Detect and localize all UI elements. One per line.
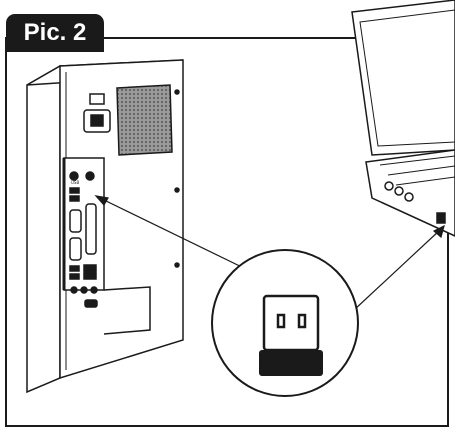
arrow-to-laptop bbox=[353, 229, 441, 311]
audio-jack-1 bbox=[70, 286, 78, 294]
port-label: USB bbox=[71, 180, 79, 185]
audio-jack-2 bbox=[80, 286, 88, 294]
arrows bbox=[94, 195, 445, 311]
usb-dongle-icon bbox=[259, 294, 323, 376]
audio-jack-3 bbox=[90, 286, 98, 294]
psu-fan-grill bbox=[116, 84, 173, 156]
laptop-jack-1 bbox=[384, 181, 394, 191]
parallel-port bbox=[85, 203, 97, 255]
laptop-lid bbox=[351, 0, 455, 156]
ps2-port-1 bbox=[69, 171, 79, 181]
bottom-vent bbox=[84, 299, 98, 308]
usb-port-2 bbox=[69, 195, 80, 202]
serial-port bbox=[69, 209, 82, 233]
laptop bbox=[351, 0, 455, 237]
pc-tower bbox=[26, 59, 184, 394]
tower-side bbox=[26, 64, 61, 394]
ps2-port-2 bbox=[85, 171, 95, 181]
figure-tag: Pic. 2 bbox=[6, 14, 104, 52]
laptop-jack-3 bbox=[404, 192, 414, 202]
usb-dongle-callout bbox=[211, 249, 359, 397]
power-switch bbox=[89, 93, 105, 105]
lan-port bbox=[83, 264, 97, 280]
vga-port bbox=[69, 237, 82, 261]
laptop-usb-port bbox=[436, 212, 446, 224]
usb-port-3 bbox=[69, 265, 80, 272]
usb-port-1 bbox=[69, 187, 80, 194]
laptop-jack-2 bbox=[394, 186, 404, 196]
usb-port-4 bbox=[69, 273, 80, 280]
arrow-to-pc bbox=[101, 198, 253, 273]
